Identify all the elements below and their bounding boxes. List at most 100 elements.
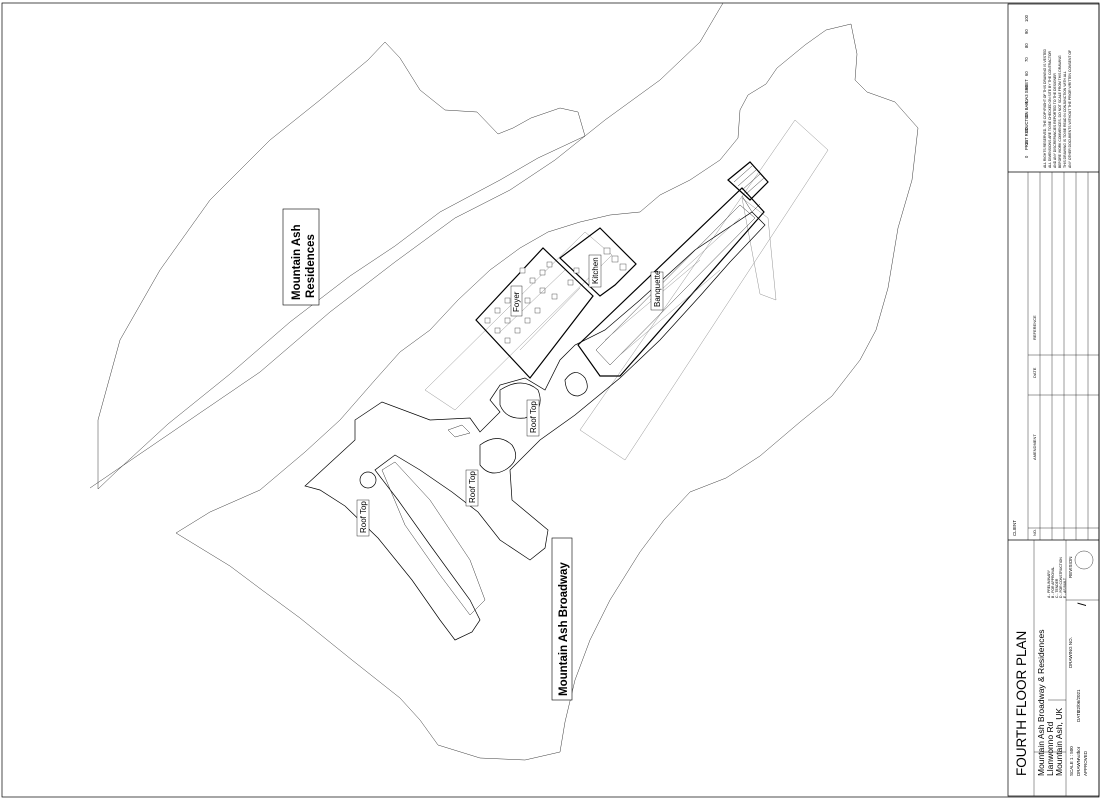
drawn-label: DRAWN <box>1076 759 1081 776</box>
approved-label: APPROVED <box>1083 750 1088 776</box>
svg-text:60: 60 <box>1024 71 1029 76</box>
title-block-frame <box>1007 3 1100 797</box>
revision-circle <box>1074 550 1094 570</box>
banquette-label: Banquette <box>653 270 662 307</box>
status-list: A - PRELIMINARY B - FOR APPROVAL C - TEN… <box>1047 557 1067 598</box>
seat <box>494 327 501 334</box>
residences-label-box <box>282 208 320 306</box>
banquette-label-box <box>650 271 664 311</box>
revision-label: REVISION <box>1068 556 1073 578</box>
kitchen-fixtures <box>539 247 627 300</box>
roof-top-inner-arm <box>381 461 486 616</box>
drawing-title: FOURTH FLOOR PLAN <box>1014 631 1029 776</box>
svg-text:A - PRELIMINARY: A - PRELIMINARY <box>1047 569 1051 598</box>
svg-text:0: 0 <box>1024 155 1029 158</box>
seat <box>504 297 511 304</box>
foyer-label-box <box>510 285 523 317</box>
roof-top-round-pod <box>359 471 377 489</box>
fixture <box>546 261 553 268</box>
client-label: CLIENT <box>1012 520 1017 536</box>
building-footprint <box>475 161 769 379</box>
fixture <box>573 267 580 274</box>
svg-text:B - FOR APPROVAL: B - FOR APPROVAL <box>1051 567 1055 598</box>
fixture <box>567 279 574 286</box>
seat <box>504 337 511 344</box>
amendment-col-no: NO. <box>1032 529 1037 536</box>
svg-text:ANY OTHER DOCUMENTS WITHOUT TH: ANY OTHER DOCUMENTS WITHOUT THE PRIOR WR… <box>1068 50 1072 168</box>
foyer-label: Foyer <box>512 291 521 312</box>
scale-value: 1 : 500 <box>1069 746 1074 760</box>
amendment-col-amendment: AMENDMENT <box>1032 434 1037 460</box>
stair-core <box>727 161 769 201</box>
seat <box>524 297 531 304</box>
copyright-notes: ALL RIGHTS RESERVED. THE COPYRIGHT OF TH… <box>1043 49 1072 168</box>
rooftop-label-2-box <box>465 469 479 507</box>
fixture <box>611 255 619 263</box>
drawing-no-value: / <box>1075 602 1089 606</box>
rooftop-label-2: Roof Top <box>468 471 477 503</box>
svg-text:10: 10 <box>1024 140 1029 145</box>
residences-plot <box>97 41 586 490</box>
title-block: CLIENT NO. AMENDMENT DATE REFERENCE PRIN… <box>1007 3 1100 797</box>
rooftop-label-3: Roof Top <box>529 401 538 433</box>
ghost-parcel-b <box>579 119 829 461</box>
project-line-2: Llanwonno Rd <box>1045 721 1055 776</box>
fixture <box>551 293 558 300</box>
svg-text:ALL RIGHTS RESERVED. THE COPYR: ALL RIGHTS RESERVED. THE COPYRIGHT OF TH… <box>1043 49 1047 168</box>
seat <box>524 317 531 324</box>
roof-top-pod-d <box>564 372 588 397</box>
project-line-3: Mountain Ash, UK <box>1054 708 1064 776</box>
seat <box>504 317 511 324</box>
kitchen-label: Kitchen <box>591 257 600 284</box>
stair-treads <box>733 165 765 195</box>
seat <box>539 287 546 294</box>
svg-text:C - TENDER: C - TENDER <box>1055 578 1059 598</box>
drawing-no-label: DRAWING NO. <box>1068 637 1073 668</box>
fixture <box>603 247 611 255</box>
date-label: DATE <box>1076 710 1081 722</box>
fixture <box>619 263 627 271</box>
seat <box>519 267 526 274</box>
site-boundary-north <box>89 2 724 489</box>
roof-top-wing <box>304 211 766 641</box>
stair-tail <box>741 195 761 213</box>
project-line-1: Mountain Ash Broadway & Residences <box>1036 630 1046 776</box>
broadway-label-box <box>551 537 573 701</box>
svg-text:50: 50 <box>1024 85 1029 90</box>
svg-text:E - AS BUILT: E - AS BUILT <box>1063 578 1067 598</box>
rooftop-label-1: Roof Top <box>359 501 368 533</box>
fixture <box>539 269 546 276</box>
ghost-parcel-c <box>741 197 777 301</box>
seat <box>484 317 491 324</box>
date-value: 22/06/2021 <box>1076 689 1081 712</box>
foyer-cross <box>499 269 581 351</box>
banquette-cross <box>604 217 741 356</box>
svg-text:AND ANY DISCREPANCIES REPORTED: AND ANY DISCREPANCIES REPORTED TO THE DE… <box>1053 73 1057 168</box>
svg-text:70: 70 <box>1024 57 1029 62</box>
seat <box>534 307 541 314</box>
kitchen-block <box>559 227 637 297</box>
seat <box>529 277 536 284</box>
svg-text:30: 30 <box>1024 113 1029 118</box>
print-note: PRINT REDUCTION BAR, A3 SHEET <box>1024 79 1029 150</box>
seat <box>514 327 521 334</box>
scale-label: SCALE <box>1069 761 1074 776</box>
roof-top-areas <box>304 211 766 641</box>
svg-text:BEFORE WORK COMMENCES. DO NOT: BEFORE WORK COMMENCES. DO NOT SCALE FROM… <box>1058 55 1062 168</box>
svg-text:90: 90 <box>1024 29 1029 34</box>
broadway-label: Mountain Ash Broadway <box>551 537 573 701</box>
svg-text:40: 40 <box>1024 99 1029 104</box>
svg-text:80: 80 <box>1024 43 1029 48</box>
roof-top-pod-b <box>479 438 517 474</box>
banquette-inner <box>595 204 756 366</box>
broadway-label-text: Mountain Ash Broadway <box>558 562 570 696</box>
svg-text:ALL DIMENSIONS ARE TO BE CHECK: ALL DIMENSIONS ARE TO BE CHECKED ON SITE… <box>1048 51 1052 168</box>
ghost-parcel-a <box>424 231 613 411</box>
residences-label: Mountain Ash Residences <box>282 208 320 306</box>
foyer-seating <box>484 267 546 344</box>
rooftop-label-1-box <box>356 499 370 537</box>
scale-bar: 0 10 20 30 40 50 60 70 80 90 100 <box>1024 14 1029 158</box>
broadway-site <box>175 23 919 761</box>
